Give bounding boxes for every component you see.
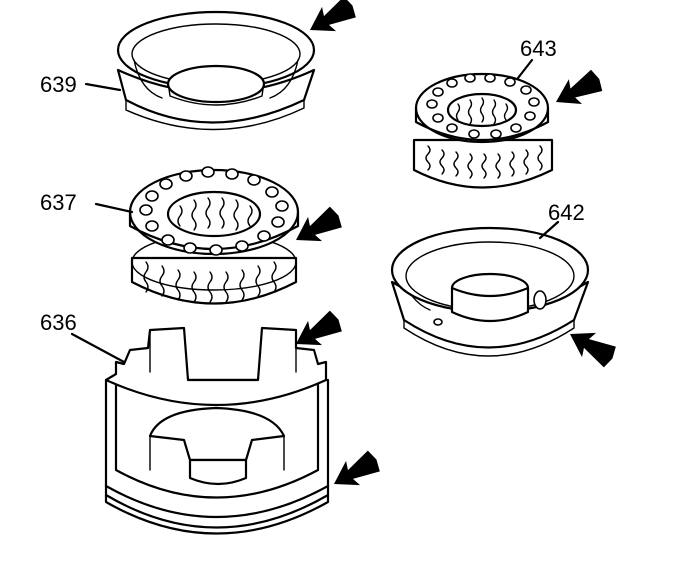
label-639: 639 — [40, 72, 77, 97]
arrow-643 — [549, 66, 606, 115]
part-643-spring-assembly — [412, 72, 554, 189]
leader-643 — [516, 58, 534, 80]
arrow-639 — [303, 0, 360, 43]
part-639-cup — [116, 10, 316, 131]
leader-636 — [70, 332, 126, 364]
leader-642 — [538, 220, 560, 240]
label-642: 642 — [548, 200, 585, 225]
label-643: 643 — [520, 36, 557, 61]
part-637-spring-assembly — [128, 166, 300, 305]
part-636-housing — [104, 326, 330, 535]
label-637: 637 — [40, 190, 77, 215]
part-642-dish — [390, 226, 590, 357]
arrow-636-bottom — [327, 447, 384, 497]
label-636: 636 — [40, 310, 77, 335]
leader-637 — [94, 202, 134, 214]
leader-639 — [84, 82, 122, 92]
